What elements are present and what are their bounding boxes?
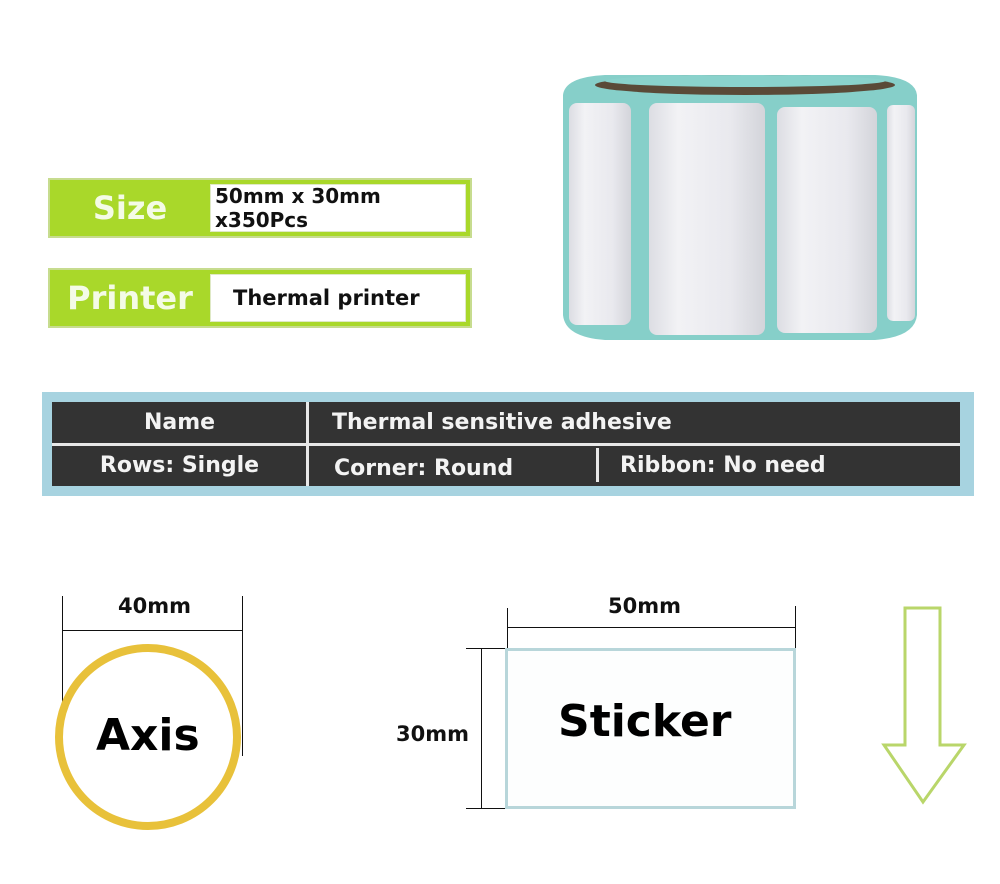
sticker-word: Sticker: [558, 696, 732, 747]
name-value-cell: Thermal sensitive adhesive: [332, 410, 672, 435]
sticker-height-dimension-line: [481, 648, 482, 809]
axis-width-label: 40mm: [118, 594, 191, 618]
table-row-divider: [52, 443, 960, 446]
arrow-down-outline-icon: [880, 605, 970, 805]
axis-dimension-line: [62, 630, 243, 631]
sticker-width-label: 50mm: [608, 594, 681, 618]
spec-table: Name Thermal sensitive adhesive Rows: Si…: [42, 392, 974, 496]
printer-label: Printer: [67, 279, 193, 317]
sticker-left-guide: [507, 608, 508, 648]
rows-cell: Rows: Single: [99, 452, 260, 478]
axis-right-guide: [242, 596, 243, 756]
sticker-height-label: 30mm: [396, 722, 469, 746]
sticker-outline: [505, 648, 796, 809]
table-column-divider: [306, 402, 309, 486]
ribbon-cell: Ribbon: No need: [620, 452, 826, 478]
sticker-width-dimension-line: [507, 627, 796, 628]
label-roll-image: [545, 65, 930, 350]
printer-value: Thermal printer: [210, 274, 466, 322]
size-value: 50mm x 30mm x350Pcs: [210, 184, 466, 232]
corner-cell: Corner: Round: [334, 455, 514, 481]
printer-spec-row: Printer Thermal printer: [48, 268, 472, 328]
size-spec-row: Size 50mm x 30mm x350Pcs: [48, 178, 472, 238]
axis-ring: [55, 644, 241, 830]
size-label: Size: [92, 189, 168, 227]
sticker-top-guide: [466, 648, 506, 649]
name-label-cell: Name: [143, 410, 216, 435]
sticker-bottom-guide: [466, 808, 506, 809]
table-column-divider-2: [596, 448, 599, 482]
axis-word: Axis: [96, 710, 200, 761]
axis-left-guide: [62, 596, 63, 756]
